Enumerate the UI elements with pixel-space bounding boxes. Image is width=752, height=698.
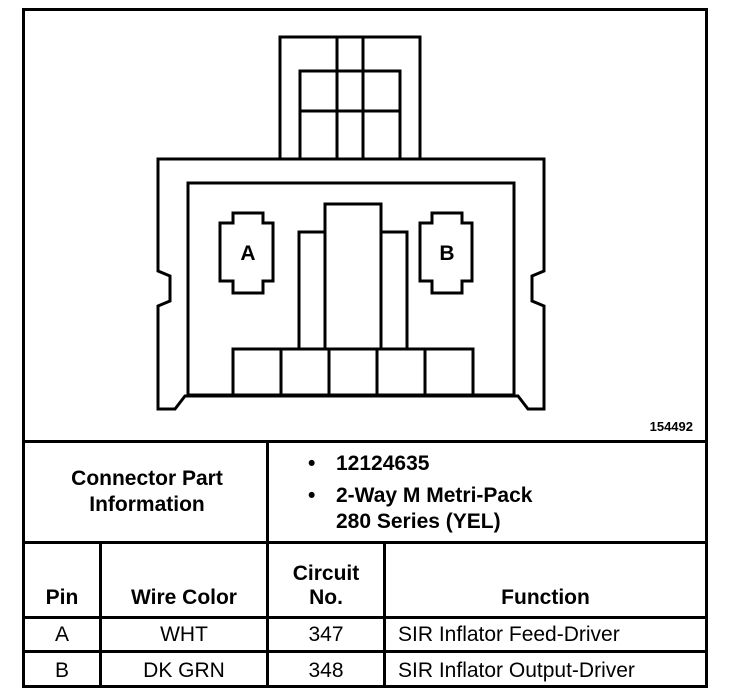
header-pin: Pin <box>45 586 79 609</box>
connector-part-info-values: • 12124635 • 2-Way M Metri-Pack 280 Series… <box>308 451 532 535</box>
connector-outline-svg <box>156 35 546 411</box>
connector-part-info-label: Connector Part Information <box>25 443 269 541</box>
bullet-icon: • <box>308 484 316 507</box>
divider-row-a-row-b <box>25 650 705 653</box>
part-info-label-line1: Connector Part <box>71 467 223 490</box>
center-key-right <box>379 230 409 351</box>
connector-face-drawing: A B 154492 <box>25 11 705 440</box>
part-description-line1: 2-Way M Metri-Pack <box>336 484 533 507</box>
row-a-function: SIR Inflator Feed-Driver <box>398 622 620 646</box>
row-b-wire-color: DK GRN <box>143 658 225 682</box>
latch-inner <box>298 69 402 159</box>
row-b-function: SIR Inflator Output-Driver <box>398 658 635 682</box>
row-b-pin: B <box>54 658 69 682</box>
center-key-left <box>297 230 327 351</box>
row-a-pin: A <box>54 622 69 646</box>
divider-circuit-column <box>383 544 386 688</box>
latch-outline <box>278 35 422 159</box>
divider-wire-column <box>266 544 269 688</box>
header-circuit-line1: Circuit <box>292 562 360 585</box>
divider-diagram-table <box>25 440 705 443</box>
pin-a-label: A <box>240 242 256 265</box>
divider-info-header <box>25 541 705 544</box>
divider-info-columns <box>266 443 269 541</box>
part-number: 12124635 <box>336 452 430 475</box>
divider-pin-column <box>99 544 102 688</box>
part-info-label-line2: Information <box>89 493 205 516</box>
row-a-circuit: 347 <box>308 622 344 646</box>
header-wire-color: Wire Color <box>131 586 237 609</box>
connector-diagram-frame: A B 154492 Connector Part Information • 1… <box>22 8 708 688</box>
header-circuit-line2: No. <box>309 586 343 609</box>
row-b-circuit: 348 <box>308 658 344 682</box>
pin-b-terminal <box>418 211 474 295</box>
pin-b-label: B <box>439 242 455 265</box>
bottom-rib-strip <box>231 347 475 397</box>
pin-a-terminal <box>218 211 275 295</box>
divider-header-row-a <box>25 616 705 619</box>
connector-body-outline <box>156 157 546 411</box>
connector-cavity <box>186 181 516 397</box>
bullet-icon: • <box>308 452 316 475</box>
row-a-wire-color: WHT <box>160 622 208 646</box>
header-function: Function <box>501 586 590 609</box>
header-circuit-no: Circuit No. <box>269 544 383 616</box>
part-description-line2: 280 Series (YEL) <box>336 510 501 533</box>
center-key <box>323 202 383 351</box>
figure-number: 154492 <box>649 419 693 434</box>
